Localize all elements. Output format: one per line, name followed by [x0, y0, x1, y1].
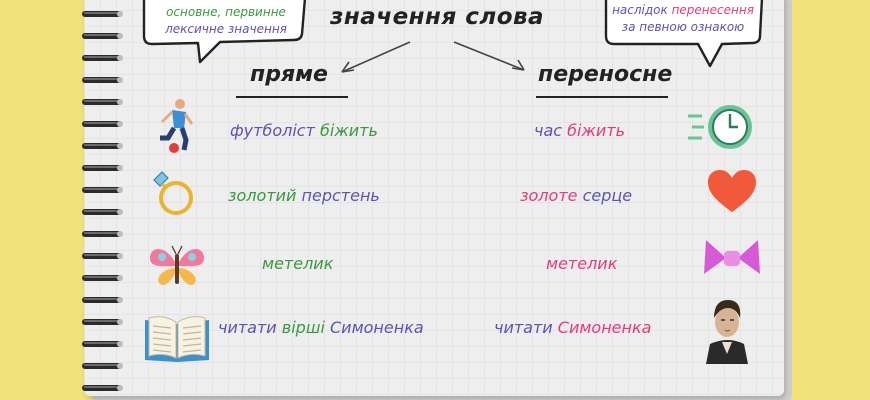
row-1-right-segment: час — [534, 121, 568, 140]
spiral-ring — [82, 187, 123, 193]
notebook-page — [84, 0, 784, 396]
spiral-ring — [82, 99, 123, 105]
left-bubble-line2: лексичне значення — [165, 22, 287, 36]
ring-icon — [153, 171, 193, 215]
page-title: значення слова — [330, 4, 545, 30]
heading-direct-underline — [236, 96, 348, 98]
spiral-ring — [82, 33, 123, 39]
left-speech-bubble — [142, 0, 307, 64]
heart-icon — [708, 170, 756, 212]
right-speech-bubble — [604, 0, 764, 68]
right-bubble-line1b: перенесення — [671, 3, 754, 17]
bow-icon — [704, 240, 760, 274]
row-2-right-text: золоте серце — [520, 186, 632, 205]
spiral-ring — [82, 319, 123, 325]
row-4-right-segment: читати — [494, 318, 558, 337]
spiral-ring — [82, 275, 123, 281]
left-bubble-text: основне, первинне лексичне значення — [152, 4, 300, 38]
heading-figurative-underline — [536, 96, 668, 98]
spiral-ring — [82, 297, 123, 303]
left-bubble-line1b: первинне — [225, 5, 286, 19]
spiral-ring — [82, 363, 123, 369]
spiral-ring — [82, 231, 123, 237]
clock-icon — [688, 105, 752, 149]
row-4-left-segment: вірші — [281, 318, 325, 337]
spiral-ring — [82, 385, 123, 391]
row-3-left-text: метелик — [262, 254, 333, 273]
right-bubble-line1a: наслідок — [612, 3, 672, 17]
arrows — [341, 41, 525, 73]
row-1-right-text: час біжить — [534, 121, 625, 140]
spiral-ring — [82, 77, 123, 83]
spiral-ring — [82, 209, 123, 215]
heading-direct: пряме — [250, 62, 328, 87]
row-2-left-segment: золотий — [228, 186, 297, 205]
row-2-right-segment: серце — [577, 186, 633, 205]
row-4-left-text: читати вірші Симоненка — [218, 318, 424, 337]
spiral-ring — [82, 121, 123, 127]
spiral-binding — [80, 0, 130, 400]
right-bubble-line2: за певною ознакою — [621, 20, 745, 34]
right-bubble-text: наслідок перенесення за певною ознакою — [608, 2, 758, 36]
butterfly-icon — [150, 245, 204, 285]
spiral-ring — [82, 11, 123, 17]
row-3-right-segment: метелик — [546, 254, 618, 273]
spiral-ring — [82, 143, 123, 149]
row-3-right-text: метелик — [546, 254, 617, 273]
footballer-icon — [160, 99, 194, 153]
heading-figurative: переносне — [538, 62, 673, 87]
left-bubble-line1a: основне, — [166, 5, 226, 19]
row-4-right-text: читати Симоненка — [494, 318, 651, 337]
row-3-left-segment: метелик — [262, 254, 334, 273]
spiral-ring — [82, 55, 123, 61]
book-icon — [145, 316, 209, 362]
row-4-left-segment: читати — [218, 318, 282, 337]
row-2-right-segment: золоте — [520, 186, 578, 205]
spiral-ring — [82, 165, 123, 171]
row-1-left-segment: футболіст — [230, 121, 320, 140]
row-1-left-segment: біжить — [320, 121, 378, 140]
spiral-ring — [82, 253, 123, 259]
row-4-right-segment: Симоненка — [557, 318, 652, 337]
spiral-ring — [82, 341, 123, 347]
portrait-icon — [706, 300, 748, 364]
row-4-left-segment: Симоненка — [324, 318, 424, 337]
row-1-left-text: футболіст біжить — [230, 121, 378, 140]
row-2-left-text: золотий перстень — [228, 186, 380, 205]
row-1-right-segment: біжить — [567, 121, 626, 140]
row-2-left-segment: перстень — [296, 186, 380, 205]
